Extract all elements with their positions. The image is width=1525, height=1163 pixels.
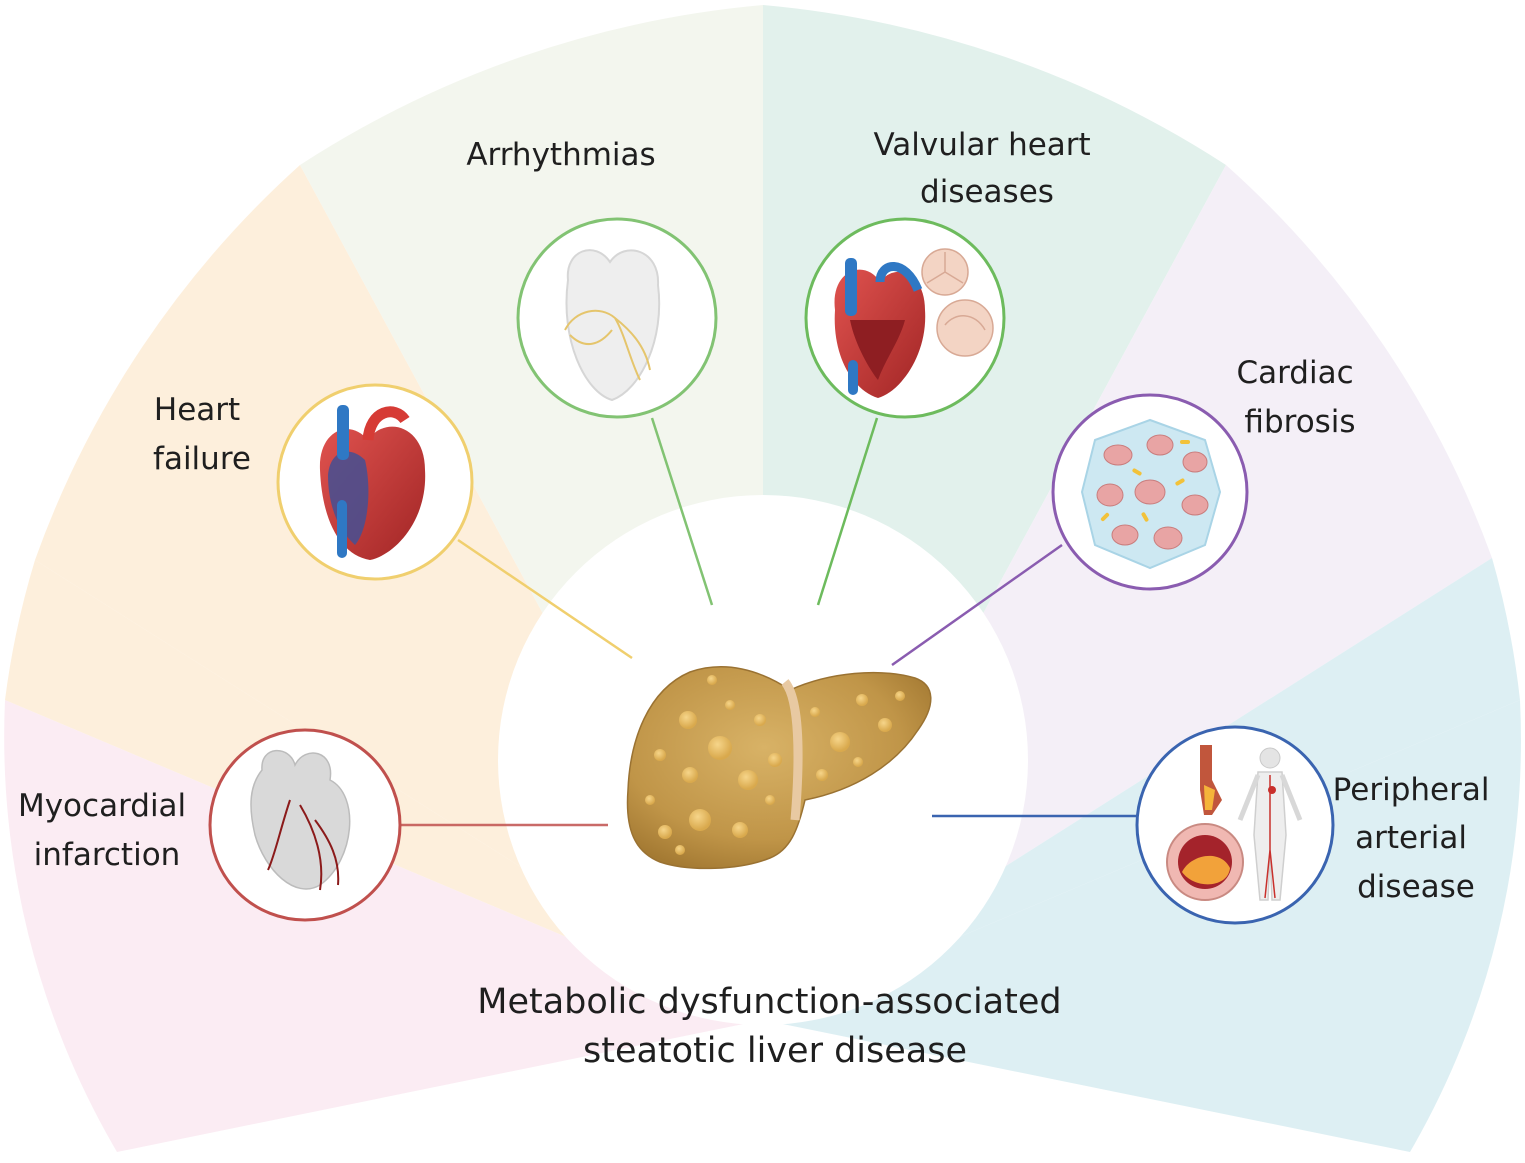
peripheral-arterial-disease-circle xyxy=(1135,725,1335,925)
valvular-heart-diseases-circle xyxy=(804,217,1006,419)
label-cardiac-fibrosis: Cardiac fibrosis xyxy=(1236,355,1363,440)
liver-illustration xyxy=(626,666,932,870)
connectors xyxy=(398,417,1136,827)
cardiac-fibrosis-circle xyxy=(1051,393,1249,591)
sector-myocardial-infarction xyxy=(4,700,764,1152)
central-title: Metabolic dysfunction-associated steatot… xyxy=(477,982,1072,1071)
conduction-system-icon xyxy=(564,309,651,381)
heart-failure-circle xyxy=(276,383,474,581)
connector-heart-failure xyxy=(457,538,633,660)
arrhythmias-circle xyxy=(516,217,718,419)
heart-outline-icon xyxy=(250,749,351,890)
label-heart-failure: Heart failure xyxy=(153,392,251,477)
label-peripheral-arterial-disease: Peripheral arterial disease xyxy=(1333,772,1500,905)
label-arrhythmias: Arrhythmias xyxy=(466,137,655,173)
connector-arrhythmias xyxy=(650,417,714,606)
connector-valvular xyxy=(816,417,879,606)
label-myocardial-infarction: Myocardial infarction xyxy=(18,788,196,873)
valve-icon xyxy=(936,299,994,357)
label-valvular-heart-diseases: Valvular heart diseases xyxy=(873,127,1100,210)
heart-outline-icon xyxy=(565,249,661,402)
connector-cardiac-fibrosis xyxy=(891,543,1063,667)
coronary-artery-icon xyxy=(267,799,340,891)
human-body-icon xyxy=(1237,747,1303,901)
myocardial-infarction-circle xyxy=(208,728,402,922)
